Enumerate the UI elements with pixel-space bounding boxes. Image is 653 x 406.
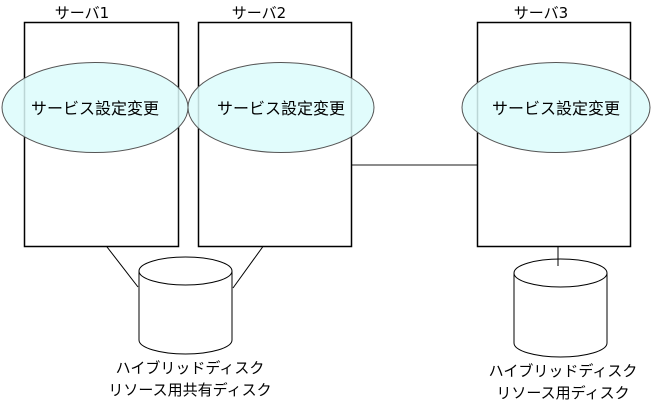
disk-label-line1: ハイブリッドディスク (116, 359, 265, 377)
server-title: サーバ1 (55, 4, 109, 22)
disk-label-line1: ハイブリッドディスク (489, 362, 638, 380)
service-label: サービス設定変更 (492, 99, 620, 118)
service-ellipse-3: サービス設定変更 (461, 62, 651, 153)
service-ellipse-2: サービス設定変更 (187, 62, 375, 153)
server3-disk: ハイブリッドディスク リソース用ディスク (489, 258, 638, 402)
disk-top (138, 256, 233, 286)
disk-top (513, 258, 608, 288)
service-ellipse-1: サービス設定変更 (1, 62, 189, 153)
disk-body (513, 273, 608, 358)
server-title: サーバ3 (514, 4, 568, 22)
ellipse-shape (461, 62, 651, 153)
disk-label-line2: リソース用共有ディスク (108, 381, 271, 399)
server-title: サーバ2 (232, 4, 286, 22)
disk-body (138, 271, 233, 355)
ellipse-shape (187, 62, 375, 153)
service-label: サービス設定変更 (31, 99, 159, 118)
shared-disk: ハイブリッドディスク リソース用共有ディスク (108, 256, 272, 399)
service-label: サービス設定変更 (217, 99, 345, 118)
disk-label-line2: リソース用ディスク (496, 384, 629, 402)
